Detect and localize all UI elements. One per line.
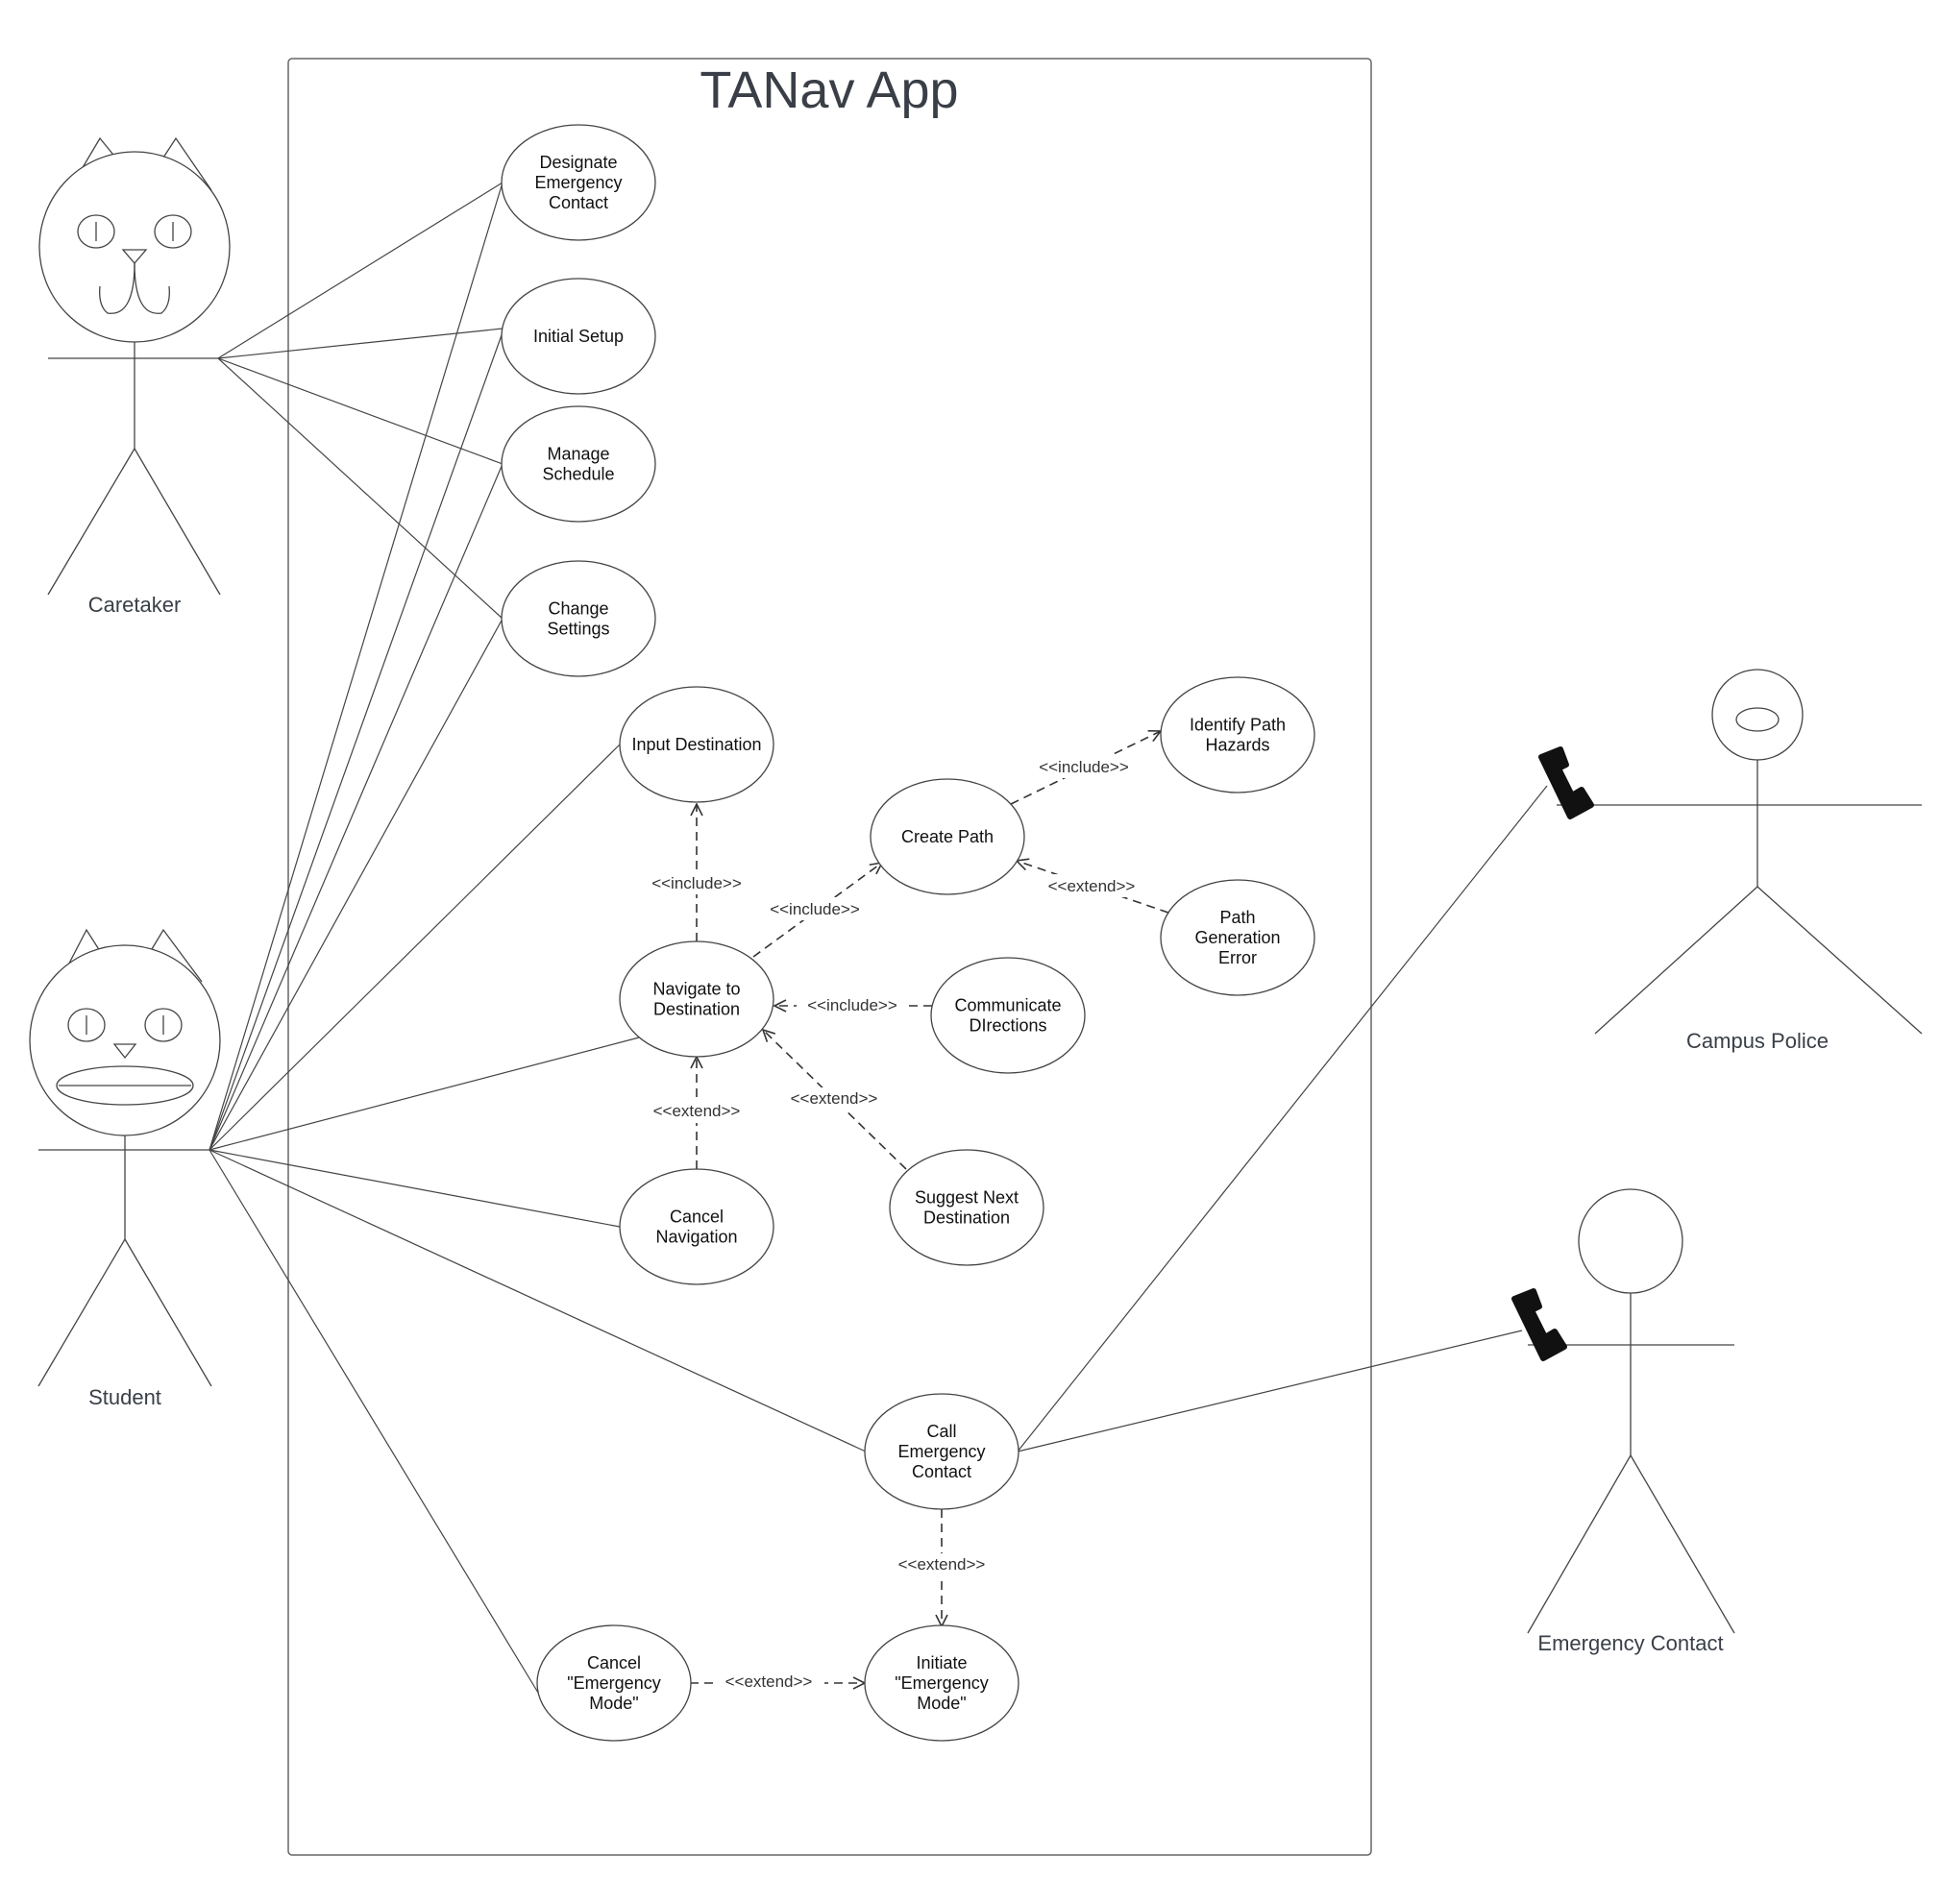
- uc-label-input-destination: Input Destination: [631, 735, 761, 754]
- include-label-identify: <<include>>: [1039, 758, 1129, 776]
- use-case-label-line: DIrections: [969, 1016, 1046, 1036]
- emergency-contact-head: [1578, 1188, 1683, 1294]
- use-case-label-line: Error: [1218, 948, 1257, 967]
- use-case-label-line: Contact: [912, 1462, 971, 1481]
- uc-identify-path-hazards: [1160, 676, 1315, 793]
- actor-student-label: Student: [88, 1385, 161, 1409]
- phone-icon: [1538, 746, 1594, 819]
- use-case-label-line: Path: [1219, 908, 1255, 927]
- use-case-label-line: Emergency: [897, 1442, 985, 1461]
- use-case-label-line: Destination: [923, 1208, 1010, 1228]
- uc-communicate-directions: [930, 957, 1086, 1074]
- use-case-label-line: Generation: [1194, 928, 1280, 947]
- use-case-label-line: Settings: [547, 620, 609, 639]
- include-label-create: <<include>>: [770, 900, 860, 918]
- student-head: [29, 944, 221, 1136]
- uc-input-destination: [619, 686, 774, 803]
- uc-navigate-to-destination: [619, 940, 774, 1058]
- extend-label-initiate: <<extend>>: [898, 1555, 986, 1574]
- student-associations: [209, 182, 867, 1694]
- actor-campus-police: [1557, 669, 1923, 1035]
- use-case-label-line: Cancel: [670, 1208, 724, 1227]
- use-case-label-line: Initial Setup: [533, 327, 624, 346]
- use-case-label-line: Call: [926, 1422, 956, 1441]
- use-case-label-line: Emergency: [534, 173, 622, 192]
- include-label-communicate: <<include>>: [807, 996, 897, 1014]
- use-case-label-line: Destination: [653, 1000, 740, 1019]
- use-case-label-line: Input Destination: [631, 735, 761, 754]
- actor-caretaker: [38, 136, 231, 596]
- extend-label-cancel-emergency: <<extend>>: [725, 1672, 813, 1691]
- use-case-label-line: Hazards: [1205, 736, 1269, 755]
- uc-create-path: [870, 778, 1025, 895]
- use-cases: [501, 124, 1315, 1742]
- actor-emergency-contact: [1527, 1188, 1735, 1634]
- uc-cancel-emergency-mode: [536, 1624, 692, 1742]
- extend-arrow-suggest: [763, 1030, 907, 1170]
- uc-initial-setup: [501, 278, 656, 395]
- system-boundary: [287, 58, 1372, 1856]
- caretaker-associations: [217, 182, 503, 620]
- use-case-label-line: Suggest Next: [915, 1188, 1019, 1208]
- use-case-label-line: Contact: [549, 193, 608, 212]
- external-associations: [1017, 785, 1548, 1452]
- use-case-label-line: Change: [548, 599, 608, 619]
- dependency-labels: <<include>> <<include>> <<include>> <<ex…: [641, 755, 1147, 1694]
- extend-label-cancel-nav: <<extend>>: [653, 1102, 741, 1120]
- uc-cancel-navigation: [619, 1168, 774, 1285]
- extend-label-suggest: <<extend>>: [791, 1089, 878, 1108]
- use-case-label-line: Navigate to: [652, 980, 740, 999]
- use-case-label-line: Schedule: [542, 465, 614, 484]
- cat-ear-right-icon: [162, 136, 212, 191]
- actor-campus-police-label: Campus Police: [1686, 1029, 1829, 1053]
- use-case-label-line: Identify Path: [1190, 716, 1286, 735]
- uc-manage-schedule: [501, 405, 656, 523]
- uc-designate-emergency-contact: [501, 124, 656, 241]
- include-label-input: <<include>>: [651, 874, 742, 892]
- police-head: [1711, 669, 1804, 761]
- actor-caretaker-label: Caretaker: [88, 593, 182, 617]
- use-case-label-line: Mode": [917, 1694, 966, 1713]
- use-case-label-line: Manage: [547, 445, 609, 464]
- use-case-label-line: Communicate: [954, 996, 1061, 1015]
- extend-label-error: <<extend>>: [1048, 877, 1136, 895]
- use-case-label-line: Create Path: [901, 827, 994, 846]
- use-case-label-line: "Emergency: [567, 1673, 660, 1693]
- system-title: TANav App: [700, 61, 958, 119]
- caretaker-head: [38, 151, 231, 343]
- cat-ear-right-icon: [151, 928, 203, 983]
- uc-initiate-emergency-mode: [864, 1624, 1019, 1742]
- actor-student: [29, 928, 221, 1387]
- uc-label-create-path: Create Path: [901, 827, 994, 846]
- uc-path-generation-error: [1160, 879, 1315, 996]
- use-case-label-line: Cancel: [587, 1653, 641, 1672]
- use-case-label-line: Mode": [589, 1694, 638, 1713]
- uc-change-settings: [501, 560, 656, 677]
- uc-suggest-next-destination: [889, 1149, 1044, 1266]
- use-case-label-line: Navigation: [655, 1228, 737, 1247]
- use-case-label-line: "Emergency: [895, 1673, 988, 1693]
- use-case-label-line: Designate: [539, 153, 617, 172]
- phone-icon: [1511, 1288, 1567, 1361]
- use-case-label-line: Initiate: [916, 1653, 967, 1672]
- uc-call-emergency-contact: [864, 1393, 1019, 1510]
- uc-label-initial-setup: Initial Setup: [533, 327, 624, 346]
- actor-emergency-contact-label: Emergency Contact: [1537, 1631, 1723, 1655]
